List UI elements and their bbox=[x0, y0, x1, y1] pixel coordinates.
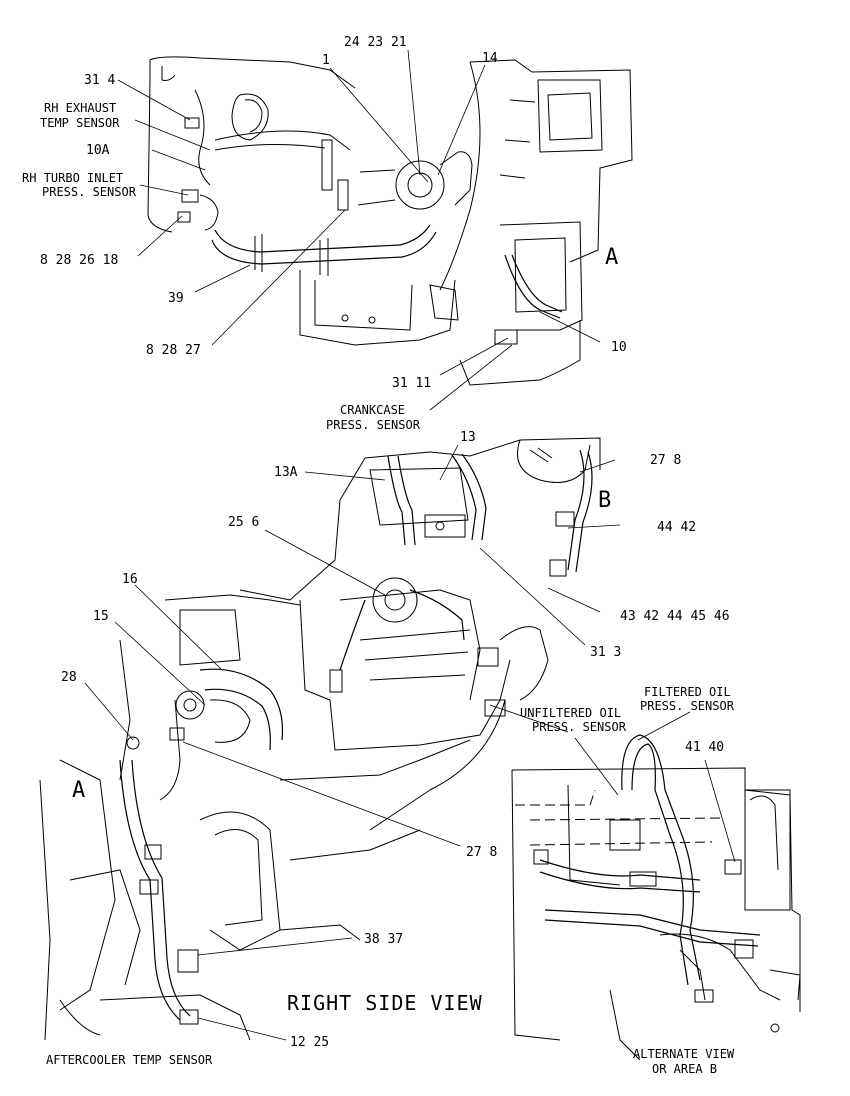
view-letter-a-left: A bbox=[72, 778, 85, 803]
callout-8-28-27: 8 28 27 bbox=[146, 343, 201, 358]
right-side-view-leaders bbox=[84, 444, 621, 1041]
view-labels: A B A RIGHT SIDE VIEW ALTERNATE VIEW OR … bbox=[72, 245, 735, 1076]
right-side-view-drawing bbox=[39, 437, 601, 1041]
callout-14: 14 bbox=[482, 51, 498, 66]
crankcase-label-line2: PRESS. SENSOR bbox=[326, 418, 421, 432]
callout-43-42-44-45-46: 43 42 44 45 46 bbox=[620, 609, 730, 624]
callout-13: 13 bbox=[460, 430, 476, 445]
unfiltered-oil-label-line2: PRESS. SENSOR bbox=[532, 720, 627, 734]
alternate-view-drawing bbox=[511, 734, 801, 1061]
callout-41-40: 41 40 bbox=[685, 740, 724, 755]
rh-exhaust-label-line2: TEMP SENSOR bbox=[40, 116, 120, 130]
callout-10: 10 bbox=[611, 340, 627, 355]
aftercooler-label: AFTERCOOLER TEMP SENSOR bbox=[46, 1053, 213, 1067]
callout-39: 39 bbox=[168, 291, 184, 306]
callout-16: 16 bbox=[122, 572, 138, 587]
alternate-view-title-line2: OR AREA B bbox=[652, 1062, 717, 1076]
right-side-view-title: RIGHT SIDE VIEW bbox=[287, 991, 483, 1015]
callout-13a: 13A bbox=[274, 465, 298, 480]
filtered-oil-label-line2: PRESS. SENSOR bbox=[640, 699, 735, 713]
callout-31-11: 31 11 bbox=[392, 376, 431, 391]
view-letter-a-top: A bbox=[605, 245, 618, 270]
rh-exhaust-label-line1: RH EXHAUST bbox=[44, 101, 116, 115]
callout-31-3: 31 3 bbox=[590, 645, 621, 660]
callout-28: 28 bbox=[61, 670, 77, 685]
top-view-leaders bbox=[117, 49, 601, 411]
sensor-labels: RH EXHAUST TEMP SENSOR RH TURBO INLET PR… bbox=[22, 101, 735, 1067]
callout-12-25: 12 25 bbox=[290, 1035, 329, 1050]
callout-27-8-top: 27 8 bbox=[650, 453, 681, 468]
alternate-view-title-line1: ALTERNATE VIEW bbox=[633, 1047, 735, 1061]
callout-10a: 10A bbox=[86, 143, 110, 158]
callout-38-37: 38 37 bbox=[364, 932, 403, 947]
callout-1: 1 bbox=[322, 53, 330, 68]
rh-turbo-label-line1: RH TURBO INLET bbox=[22, 171, 123, 185]
view-letter-b: B bbox=[598, 488, 611, 513]
callout-31-4: 31 4 bbox=[84, 73, 115, 88]
alternate-view-leaders bbox=[574, 711, 736, 863]
callout-8-28-26-18: 8 28 26 18 bbox=[40, 253, 118, 268]
callout-44-42: 44 42 bbox=[657, 520, 696, 535]
callout-27-8-bottom: 27 8 bbox=[466, 845, 497, 860]
filtered-oil-label-line1: FILTERED OIL bbox=[644, 685, 731, 699]
callout-24-23-21: 24 23 21 bbox=[344, 35, 407, 50]
top-view-drawing bbox=[147, 56, 633, 386]
rh-turbo-label-line2: PRESS. SENSOR bbox=[42, 185, 137, 199]
callout-25-6: 25 6 bbox=[228, 515, 259, 530]
callout-labels: 31 4 24 23 21 1 14 10A 8 28 26 18 39 8 2… bbox=[40, 35, 730, 1050]
crankcase-label-line1: CRANKCASE bbox=[340, 403, 405, 417]
callout-15: 15 bbox=[93, 609, 109, 624]
unfiltered-oil-label-line1: UNFILTERED OIL bbox=[520, 706, 621, 720]
